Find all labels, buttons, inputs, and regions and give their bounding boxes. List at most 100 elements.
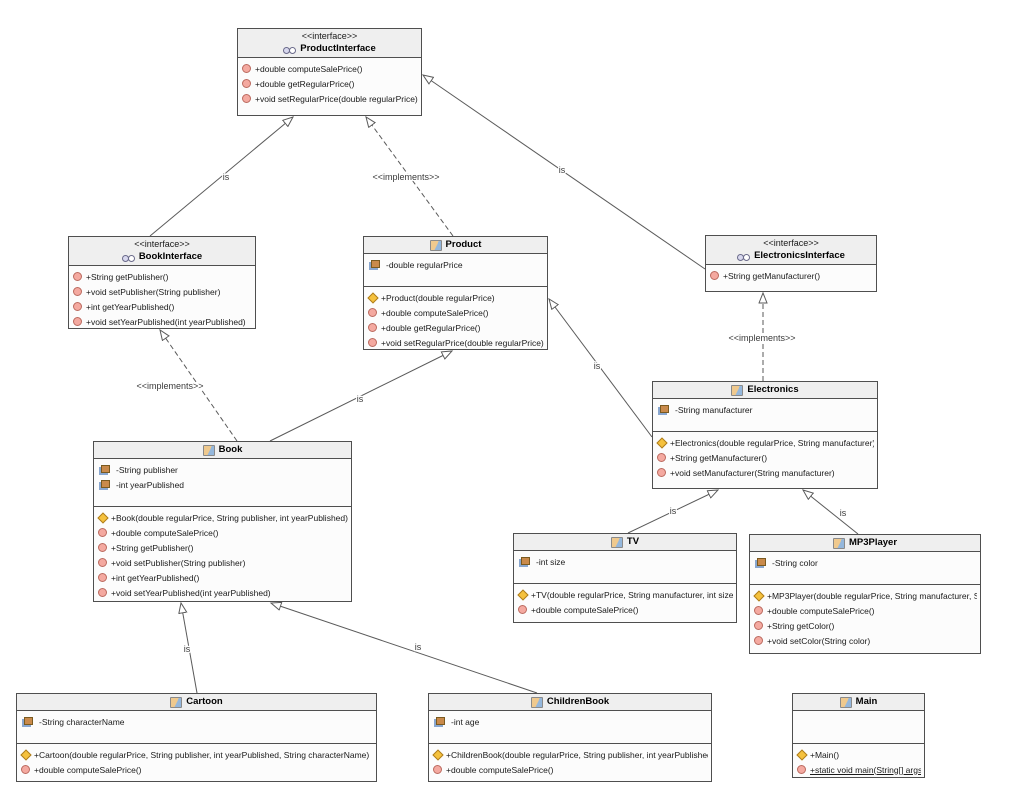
edge-product-productinterface[interactable] <box>366 117 454 237</box>
method-row[interactable]: +double computeSalePrice() <box>241 61 418 76</box>
class-title-compartment: Cartoon <box>17 694 376 711</box>
method-row[interactable]: +void setRegularPrice(double regularPric… <box>241 91 418 106</box>
class-node-product[interactable]: Product -double regularPrice +Product(do… <box>363 236 548 350</box>
member-text: +int getYearPublished() <box>111 572 200 583</box>
field-row[interactable]: -String manufacturer <box>656 402 874 417</box>
class-name: Cartoon <box>186 696 223 707</box>
edge-bookinterface-productinterface[interactable] <box>149 117 293 237</box>
method-row[interactable]: +double getRegularPrice() <box>367 320 544 335</box>
member-text: +double computeSalePrice() <box>531 604 639 615</box>
methods-compartment: +TV(double regularPrice, String manufact… <box>514 584 736 622</box>
edge-childrenbook-book[interactable] <box>271 603 538 694</box>
method-row[interactable]: +static void main(String[] args) <box>796 762 921 777</box>
edge-electronics-product[interactable] <box>549 299 653 438</box>
method-row[interactable]: +void setColor(String color) <box>753 633 977 648</box>
method-row[interactable]: +void setPublisher(String publisher) <box>72 284 252 299</box>
member-text: +void setYearPublished(int yearPublished… <box>86 316 246 327</box>
member-text: +int getYearPublished() <box>86 301 175 312</box>
field-row[interactable]: -String characterName <box>20 714 373 729</box>
method-row[interactable]: +int getYearPublished() <box>97 570 348 585</box>
method-row[interactable]: +String getPublisher() <box>72 269 252 284</box>
member-text: +String getManufacturer() <box>723 270 821 281</box>
method-row[interactable]: +String getManufacturer() <box>709 268 873 283</box>
edge-electronicsinterface-productinterface[interactable] <box>423 75 706 270</box>
method-row[interactable]: +double computeSalePrice() <box>97 525 348 540</box>
constructor-row[interactable]: +Book(double regularPrice, String publis… <box>97 510 348 525</box>
method-row[interactable]: +int getYearPublished() <box>72 299 252 314</box>
method-icon <box>657 468 666 477</box>
constructor-row[interactable]: +Electronics(double regularPrice, String… <box>656 435 874 450</box>
class-name: Book <box>218 444 243 455</box>
method-row[interactable]: +double computeSalePrice() <box>367 305 544 320</box>
class-node-cartoon[interactable]: Cartoon -String characterName +Cartoon(d… <box>16 693 377 782</box>
class-node-tv[interactable]: TV -int size +TV(double regularPrice, St… <box>513 533 737 623</box>
class-node-electronicsinterface[interactable]: <<interface>> ElectronicsInterface +Stri… <box>705 235 877 292</box>
fields-compartment: -String publisher -int yearPublished <box>94 459 351 507</box>
field-row[interactable]: -String publisher <box>97 462 348 477</box>
class-icon <box>170 696 183 708</box>
method-row[interactable]: +double computeSalePrice() <box>432 762 708 777</box>
methods-compartment: +Book(double regularPrice, String publis… <box>94 507 351 601</box>
constructor-row[interactable]: +ChildrenBook(double regularPrice, Strin… <box>432 747 708 762</box>
methods-compartment: +double computeSalePrice()+double getReg… <box>238 58 421 115</box>
class-node-childrenbook[interactable]: ChildrenBook -int age +ChildrenBook(doub… <box>428 693 712 782</box>
class-title-compartment: Electronics <box>653 382 877 399</box>
constructor-row[interactable]: +Main() <box>796 747 921 762</box>
fields-compartment: -double regularPrice <box>364 254 547 287</box>
edge-mp3player-electronics[interactable] <box>803 490 859 535</box>
member-text: +ChildrenBook(double regularPrice, Strin… <box>446 749 708 760</box>
method-row[interactable]: +void setYearPublished(int yearPublished… <box>72 314 252 328</box>
field-row[interactable]: -String color <box>753 555 977 570</box>
member-text: -String manufacturer <box>675 404 753 415</box>
member-text: -int yearPublished <box>116 479 185 490</box>
class-title-compartment: TV <box>514 534 736 551</box>
class-node-mp3player[interactable]: MP3Player -String color +MP3Player(doubl… <box>749 534 981 654</box>
method-icon <box>242 94 251 103</box>
member-text: +Product(double regularPrice) <box>381 292 495 303</box>
edge-book-product[interactable] <box>269 351 452 442</box>
class-node-book[interactable]: Book -String publisher -int yearPublished… <box>93 441 352 602</box>
method-row[interactable]: +double computeSalePrice() <box>20 762 373 777</box>
edge-cartoon-book[interactable] <box>181 603 198 694</box>
member-text: +String getColor() <box>767 620 835 631</box>
method-icon <box>368 338 377 347</box>
method-row[interactable]: +double computeSalePrice() <box>517 602 733 617</box>
edge-tv-electronics[interactable] <box>627 490 718 534</box>
field-row[interactable]: -double regularPrice <box>367 257 544 272</box>
field-row[interactable]: -int size <box>517 554 733 569</box>
class-node-electronics[interactable]: Electronics -String manufacturer +Electr… <box>652 381 878 489</box>
member-text: -String color <box>772 557 818 568</box>
constructor-row[interactable]: +TV(double regularPrice, String manufact… <box>517 587 733 602</box>
edge-label: is <box>223 172 230 182</box>
method-row[interactable]: +double computeSalePrice() <box>753 603 977 618</box>
interface-icon <box>737 253 751 261</box>
method-row[interactable]: +double getRegularPrice() <box>241 76 418 91</box>
constructor-icon <box>432 748 444 761</box>
class-node-bookinterface[interactable]: <<interface>> BookInterface +String getP… <box>68 236 256 329</box>
constructor-row[interactable]: +Cartoon(double regularPrice, String pub… <box>20 747 373 762</box>
field-row[interactable]: -int age <box>432 714 708 729</box>
method-row[interactable]: +String getManufacturer() <box>656 450 874 465</box>
method-row[interactable]: +void setPublisher(String publisher) <box>97 555 348 570</box>
class-title-compartment: <<interface>> ProductInterface <box>238 29 421 58</box>
interface-icon <box>121 254 135 262</box>
class-node-main[interactable]: Main +Main()+static void main(String[] a… <box>792 693 925 778</box>
class-name: Product <box>445 239 482 250</box>
method-row[interactable]: +void setManufacturer(String manufacture… <box>656 465 874 480</box>
member-text: +Cartoon(double regularPrice, String pub… <box>34 749 370 760</box>
edge-book-bookinterface[interactable] <box>160 330 238 442</box>
constructor-row[interactable]: +MP3Player(double regularPrice, String m… <box>753 588 977 603</box>
fields-compartment: -int size <box>514 551 736 584</box>
method-row[interactable]: +String getColor() <box>753 618 977 633</box>
method-row[interactable]: +void setRegularPrice(double regularPric… <box>367 335 544 349</box>
class-node-productinterface[interactable]: <<interface>> ProductInterface +double c… <box>237 28 422 116</box>
class-title-compartment: <<interface>> ElectronicsInterface <box>706 236 876 265</box>
class-name: ChildrenBook <box>546 696 610 707</box>
method-row[interactable]: +String getPublisher() <box>97 540 348 555</box>
method-row[interactable]: +void setYearPublished(int yearPublished… <box>97 585 348 600</box>
field-row[interactable]: -int yearPublished <box>97 477 348 492</box>
fields-compartment: -String color <box>750 552 980 585</box>
method-icon <box>98 543 107 552</box>
constructor-row[interactable]: +Product(double regularPrice) <box>367 290 544 305</box>
